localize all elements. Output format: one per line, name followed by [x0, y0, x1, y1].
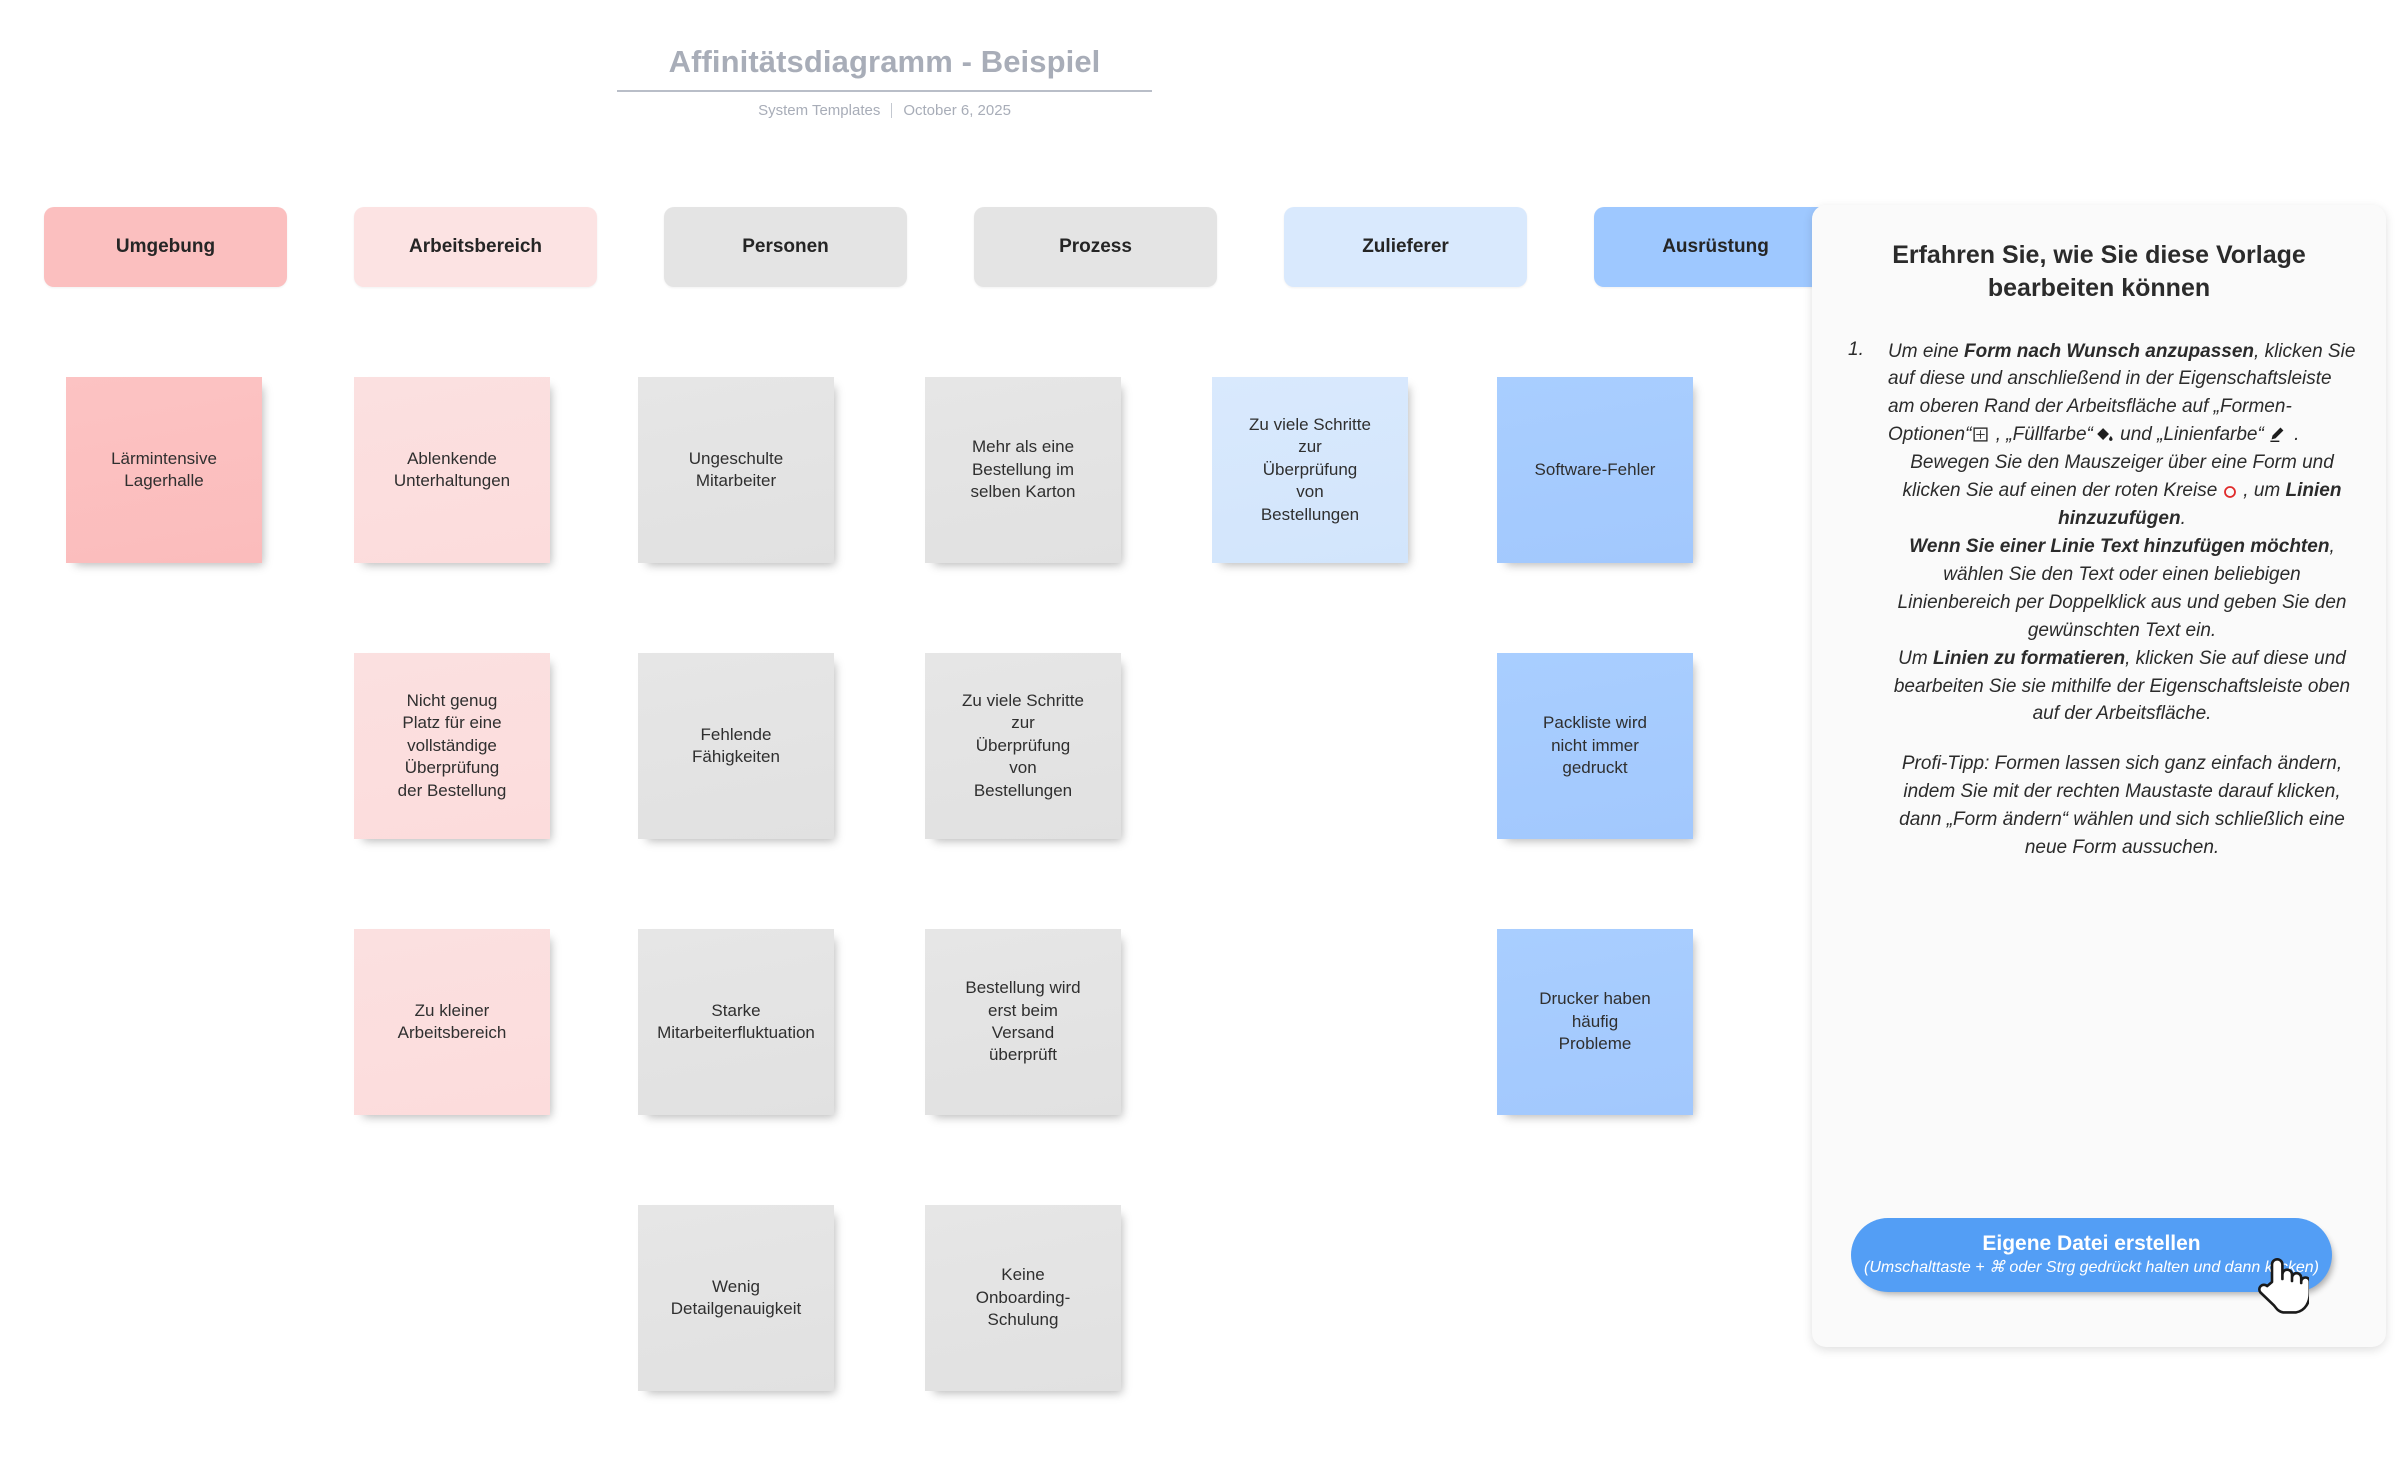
step4-text-1: Um [1898, 647, 1933, 669]
step1-text-4: und „Linienfarbe“ [2120, 424, 2264, 446]
pencil-icon[interactable] [2267, 424, 2286, 443]
column-header-label: Personen [742, 236, 829, 257]
column-header-arbeitsbereich[interactable]: Arbeitsbereich [354, 207, 597, 287]
cta-main-label: Eigene Datei erstellen [1982, 1232, 2201, 1256]
list-marker: 1. [1848, 338, 1864, 360]
sticky-note-text: Zu viele Schritte zur Überprüfung von Be… [962, 690, 1084, 800]
instruction-step-1: Um eine Form nach Wunsch anzupassen, kli… [1888, 338, 2356, 450]
sticky-note-text: Zu viele Schritte zur Überprüfung von Be… [1249, 414, 1371, 524]
document-source: System Templates [758, 102, 881, 119]
sticky-note-text: Ablenkende Unterhaltungen [393, 448, 511, 490]
step3-text-1: , wählen Sie den Text oder einen beliebi… [1897, 535, 2347, 641]
column-header-personen[interactable]: Personen [664, 207, 907, 287]
step3-bold-1: Wenn Sie einer Linie Text hinzufügen möc… [1909, 535, 2330, 557]
page-title: Affinitätsdiagramm - Beispiel [617, 44, 1152, 92]
column-header-label: Arbeitsbereich [408, 236, 543, 257]
column-header-label: Umgebung [115, 236, 216, 257]
red-circle-slot [2217, 477, 2243, 505]
instruction-steps: Um eine Form nach Wunsch anzupassen, kli… [1888, 338, 2356, 863]
instruction-pro-tip: Profi-Tipp: Formen lassen sich ganz einf… [1899, 753, 2345, 859]
sticky-note[interactable]: Mehr als eine Bestellung im selben Karto… [925, 377, 1121, 563]
column-header-ausruestung[interactable]: Ausrüstung [1594, 207, 1837, 287]
subtitle-divider [891, 103, 893, 118]
step1-text-1: Um eine [1888, 340, 1965, 362]
sticky-note[interactable]: Keine Onboarding- Schulung [925, 1205, 1121, 1391]
step4-bold-1: Linien zu formatieren [1932, 647, 2126, 669]
step2-text-1: Bewegen Sie den Mauszeiger über eine For… [1902, 452, 2334, 502]
sticky-note[interactable]: Ablenkende Unterhaltungen [354, 377, 550, 563]
sticky-note[interactable]: Starke Mitarbeiterfluktuation [638, 929, 834, 1115]
step4-text-2: , klicken Sie auf diese und bearbeiten S… [1893, 647, 2351, 725]
step1-bold-1: Form nach Wunsch anzupassen [1964, 340, 2255, 362]
sticky-note[interactable]: Fehlende Fähigkeiten [638, 653, 834, 839]
column-header-label: Ausrüstung [1662, 236, 1769, 257]
sticky-note-text: Wenig Detailgenauigkeit [670, 1276, 802, 1318]
instruction-step-4: Um Linien zu formatieren, klicken Sie au… [1888, 645, 2356, 729]
paragraph-spacer [1888, 728, 2356, 750]
sticky-note[interactable]: Zu viele Schritte zur Überprüfung von Be… [1212, 377, 1408, 563]
step2-text-3: . [2180, 508, 2186, 530]
document-subtitle: System Templates October 6, 2025 [617, 102, 1152, 119]
column-header-umgebung[interactable]: Umgebung [44, 207, 287, 287]
sticky-note[interactable]: Bestellung wird erst beim Versand überpr… [925, 929, 1121, 1115]
instructions-title: Erfahren Sie, wie Sie diese Vorlage bear… [1892, 241, 2306, 303]
sticky-note-text: Lärmintensive Lagerhalle [111, 448, 217, 490]
sticky-note[interactable]: Wenig Detailgenauigkeit [638, 1205, 834, 1391]
sticky-note[interactable]: Drucker haben häufig Probleme [1497, 929, 1693, 1115]
sticky-note-text: Bestellung wird erst beim Versand überpr… [965, 978, 1081, 1065]
sticky-note-text: Starke Mitarbeiterfluktuation [657, 1000, 815, 1042]
create-own-file-button[interactable]: Eigene Datei erstellen (Umschalttaste + … [1851, 1218, 2332, 1292]
step1-text-2: , klicken Sie auf diese und anschließend… [1888, 340, 2356, 446]
pointing-hand-cursor [2255, 1252, 2312, 1318]
sticky-note[interactable]: Zu viele Schritte zur Überprüfung von Be… [925, 653, 1121, 839]
sticky-note-text: Zu kleiner Arbeitsbereich [397, 1000, 507, 1042]
sticky-note-text: Software-Fehler [1534, 459, 1656, 479]
sticky-note[interactable]: Lärmintensive Lagerhalle [66, 377, 262, 563]
step2-bold-1: Linien hinzuzufügen [2058, 480, 2342, 530]
sticky-note-text: Drucker haben häufig Probleme [1539, 989, 1651, 1054]
instructions-panel: Erfahren Sie, wie Sie diese Vorlage bear… [1812, 205, 2386, 1347]
sticky-note[interactable]: Packliste wird nicht immer gedruckt [1497, 653, 1693, 839]
column-header-prozess[interactable]: Prozess [974, 207, 1217, 287]
sticky-note-text: Ungeschulte Mitarbeiter [688, 448, 784, 490]
sticky-note-text: Packliste wird nicht immer gedruckt [1543, 713, 1647, 778]
column-header-label: Prozess [1059, 236, 1132, 257]
fill-bucket-icon[interactable] [2094, 424, 2114, 442]
step2-text-2: , um [2243, 480, 2286, 502]
sticky-note[interactable]: Ungeschulte Mitarbeiter [638, 377, 834, 563]
sticky-note[interactable]: Zu kleiner Arbeitsbereich [354, 929, 550, 1115]
column-header-zulieferer[interactable]: Zulieferer [1284, 207, 1527, 287]
column-header-label: Zulieferer [1362, 236, 1449, 257]
sticky-note-text: Fehlende Fähigkeiten [692, 724, 780, 766]
step1-text-5: . [2288, 424, 2300, 446]
instruction-step-2: Bewegen Sie den Mauszeiger über eine For… [1888, 449, 2356, 533]
instruction-step-3: Wenn Sie einer Linie Text hinzufügen möc… [1888, 533, 2356, 645]
shape-options-icon[interactable] [1972, 424, 1989, 442]
sticky-note[interactable]: Software-Fehler [1497, 377, 1693, 563]
document-title-block: Affinitätsdiagramm - Beispiel System Tem… [617, 44, 1152, 119]
red-circle-icon[interactable] [2223, 480, 2237, 499]
sticky-note-text: Mehr als eine Bestellung im selben Karto… [970, 437, 1076, 502]
sticky-note[interactable]: Nicht genug Platz für eine vollständige … [354, 653, 550, 839]
sticky-note-text: Nicht genug Platz für eine vollständige … [397, 690, 507, 800]
step1-text-3: , „Füllfarbe“ [1990, 424, 2093, 446]
instructions-body: 1. Um eine Form nach Wunsch anzupassen, … [1842, 338, 2356, 863]
document-date: October 6, 2025 [903, 102, 1011, 119]
cta-sub-label: (Umschalttaste + ⌘ oder Strg gedrückt ha… [1864, 1259, 2319, 1277]
sticky-note-text: Keine Onboarding- Schulung [975, 1265, 1071, 1330]
